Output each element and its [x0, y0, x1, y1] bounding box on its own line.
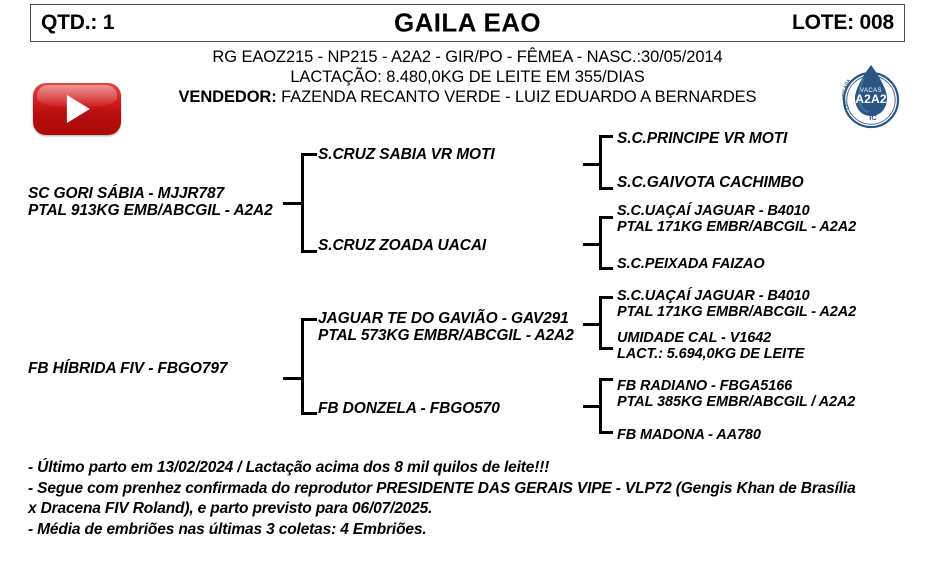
ds-dam-name: UMIDADE CAL - V1642 LACT.: 5.694,0KG DE … [617, 330, 805, 362]
bracket-stub-dam [283, 377, 301, 380]
bracket-stub-dam-sire [583, 323, 599, 326]
lot-number-label: LOTE: 008 [791, 11, 894, 34]
bracket-stub-sire [283, 202, 301, 205]
seal-bottom-mark: IC [869, 113, 877, 122]
note-line-4: - Média de embriões nas últimas 3 coleta… [28, 520, 918, 541]
bracket-dam-dam [599, 378, 613, 434]
dam-name: FB HÍBRIDA FIV - FBGO797 [28, 360, 228, 377]
vendor-label: VENDEDOR: [178, 88, 277, 106]
subheader-info: RG EAOZ215 - NP215 - A2A2 - GIR/PO - FÊM… [30, 47, 905, 107]
youtube-play-icon[interactable] [33, 83, 121, 135]
page-title: GAILA EAO [393, 7, 542, 38]
bracket-dam-sire [599, 296, 613, 350]
sd-sire-name: S.C.UAÇAÍ JAGUAR - B4010 PTAL 171KG EMBR… [617, 203, 857, 235]
ss-dam-name: S.C.GAIVOTA CACHIMBO [617, 174, 804, 191]
seal-main-text: A2A2 [855, 92, 887, 106]
note-line-4-prefix: - Média de embriões nas últimas 3 coleta… [28, 520, 341, 538]
sire-dam-name: S.CRUZ ZOADA UACAI [318, 237, 487, 254]
bracket-stub-sire-dam [583, 243, 599, 246]
ss-sire-name: S.C.PRINCIPE VR MOTI [617, 130, 788, 147]
svg-text:CERTIFICADA: CERTIFICADA [841, 77, 852, 110]
bracket-sire-dam [599, 216, 613, 270]
dam-dam-name: FB DONZELA - FBGO570 [318, 400, 500, 417]
dam-sire-name: JAGUAR TE DO GAVIÃO - GAV291 PTAL 573KG … [318, 310, 574, 344]
registration-line: RG EAOZ215 - NP215 - A2A2 - GIR/PO - FÊM… [212, 48, 723, 66]
note-line-2: - Segue com prenhez confirmada do reprod… [28, 479, 856, 497]
sire-sire-name: S.CRUZ SABIA VR MOTI [318, 146, 495, 163]
sd-dam-name: S.C.PEIXADA FAIZAO [617, 256, 765, 272]
lactation-line: LACTAÇÃO: 8.480,0KG DE LEITE EM 355/DIAS [290, 68, 645, 86]
note-line-1: - Último parto em 13/02/2024 / Lactação … [28, 459, 550, 476]
dd-sire-name: FB RADIANO - FBGA5166 PTAL 385KG EMBR/AB… [617, 378, 856, 410]
bracket-stub-dam-dam [583, 405, 599, 408]
bracket-sire [301, 153, 317, 253]
footer-notes: - Último parto em 13/02/2024 / Lactação … [28, 458, 918, 540]
bracket-dam [301, 318, 317, 415]
quantity-label: QTD.: 1 [41, 11, 115, 34]
sire-name: SC GORI SÁBIA - MJJR787 PTAL 913KG EMB/A… [28, 185, 273, 219]
bracket-sire-sire [599, 135, 613, 190]
seal-top-text: VACAS [860, 88, 882, 94]
vendor-line: VENDEDOR: FAZENDA RECANTO VERDE - LUIZ E… [30, 87, 905, 107]
header-bar: QTD.: 1 GAILA EAO LOTE: 008 [30, 4, 905, 42]
ds-sire-name: S.C.UAÇAÍ JAGUAR - B4010 PTAL 171KG EMBR… [617, 288, 857, 320]
bracket-stub-sire-sire [583, 163, 599, 166]
note-line-3: x Dracena FIV Roland), e parto previsto … [28, 500, 433, 517]
a2a2-seal-icon: VACAS A2A2 CERTIFICADA IC [840, 60, 902, 132]
play-triangle-icon [66, 95, 90, 123]
dd-dam-name: FB MADONA - AA780 [617, 427, 761, 443]
vendor-value: FAZENDA RECANTO VERDE - LUIZ EDUARDO A B… [281, 88, 757, 106]
note-line-4-value: 4 Embriões. [340, 520, 427, 538]
